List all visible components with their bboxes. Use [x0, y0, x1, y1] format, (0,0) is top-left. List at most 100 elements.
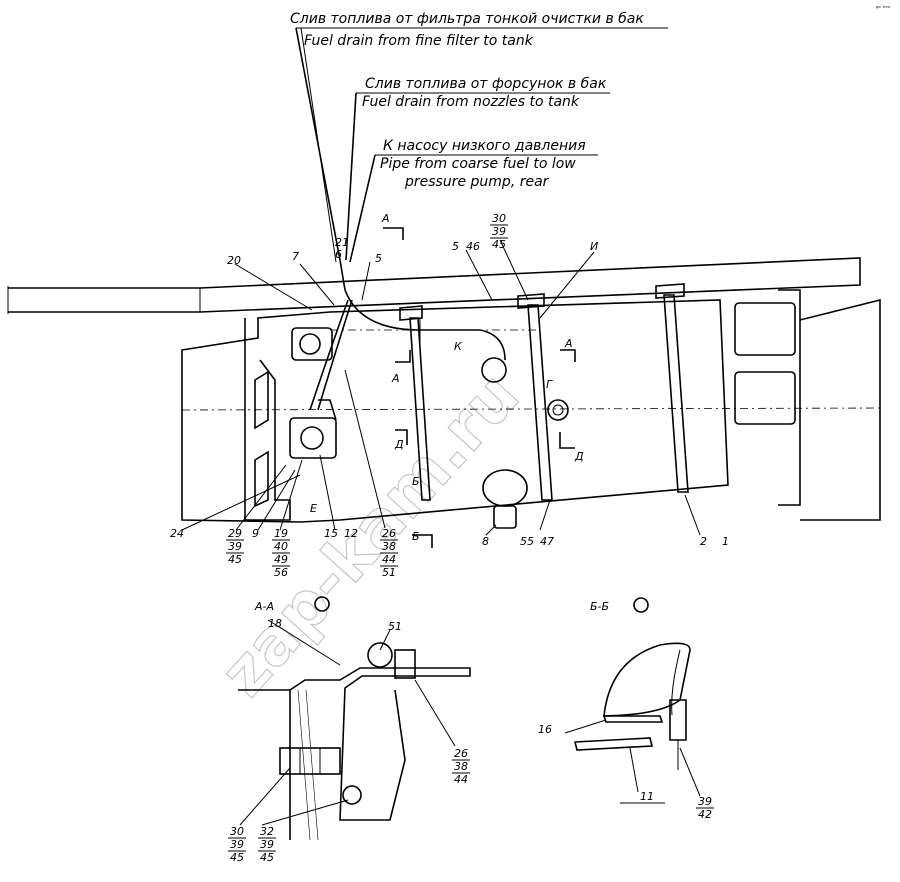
frame-rail-outline [8, 257, 861, 313]
sender-head [481, 357, 507, 383]
filter-lower-cap [300, 426, 324, 450]
section-aa-callout-44: 44 [454, 773, 468, 786]
section-marker-a-top [383, 227, 404, 240]
leader-8 [485, 524, 497, 536]
fuel-tank [181, 299, 881, 523]
section-bb-callout-42: 42 [698, 808, 712, 821]
callout-56: 56 [274, 566, 288, 579]
strap-3-clamp [655, 283, 685, 299]
section-aa-callout-45: 45 [230, 851, 244, 864]
callout-21: 21 [335, 236, 349, 249]
section-aa-callout-51: 51 [388, 620, 402, 633]
leader-7-6 [299, 263, 335, 306]
section-bb: Б-Б 16 11 39 42 [538, 597, 714, 821]
callout-40: 40 [274, 540, 288, 553]
section-aa-leader-26 [414, 679, 456, 747]
callout-55: 55 [520, 535, 534, 548]
caption-nozzles-ru: Слив топлива от форсунок в бак [365, 76, 607, 92]
caption-fine-filter: Слив топлива от фильтра тонкой очистки в… [290, 11, 668, 49]
callout-39: 39 [492, 225, 506, 238]
callout-19: 19 [274, 527, 288, 540]
filter-housing-top [291, 327, 333, 361]
section-label-d-right: Д [574, 450, 584, 463]
section-marker-d-right [559, 432, 575, 449]
section-aa-callout-39b: 39 [260, 838, 274, 851]
caption-pump-ru: К насосу низкого давления [383, 138, 586, 154]
pipe-fine-filter-leader-2 [300, 27, 337, 263]
fuel-sender [481, 357, 569, 529]
section-bb-strap [671, 649, 681, 716]
strap-3 [663, 294, 689, 493]
callout-labels: 20 7 21 6 5 5 46 30 39 45 И К А А А Д Д … [170, 212, 729, 579]
section-marker-d [395, 429, 408, 445]
leader-5a [361, 261, 371, 301]
strap-1-clamp [399, 305, 423, 321]
leader-15-12 [319, 454, 336, 531]
section-aa-bracket [289, 667, 471, 821]
section-aa-frame-left [238, 689, 291, 840]
section-aa-clamp [394, 649, 416, 679]
section-bb-symbol [633, 597, 649, 613]
tank-straps [399, 283, 689, 501]
leader-2-1 [684, 494, 701, 536]
section-aa-callout-38: 38 [454, 760, 468, 773]
section-aa-callout-26: 26 [454, 747, 468, 760]
leader-24 [181, 474, 301, 531]
fuel-line-down [309, 299, 349, 411]
section-bb-callout-16: 16 [538, 723, 552, 736]
callout-45: 45 [492, 238, 506, 251]
section-bb-leader-16 [564, 719, 607, 734]
callout-8: 8 [482, 535, 489, 548]
section-aa-bolt-2 [342, 785, 362, 805]
filter-connector [318, 399, 337, 421]
section-label-a-right: А [564, 337, 573, 350]
section-aa-callout-32: 32 [260, 825, 274, 838]
fuel-lines [309, 289, 506, 411]
section-aa-leader-30 [239, 767, 291, 826]
callout-46: 46 [466, 240, 480, 253]
section-aa-callout-30: 30 [230, 825, 244, 838]
filler-neck [547, 399, 569, 421]
filter-cap [299, 333, 321, 355]
section-aa-hatch-2 [305, 689, 319, 841]
caption-nozzles-en: Fuel drain from nozzles to tank [362, 94, 580, 110]
right-bracket [778, 289, 801, 506]
strap-2 [527, 304, 553, 501]
callout-1: 1 [722, 535, 729, 548]
callout-7: 7 [292, 250, 299, 263]
section-bb-tank-edge [603, 642, 691, 717]
section-bb-plate [602, 715, 664, 723]
callout-9: 9 [252, 527, 259, 540]
leader-19 [279, 459, 303, 531]
pipe-fine-filter-leader [295, 27, 346, 291]
filler-neck-inner [552, 404, 564, 416]
section-aa-callout-39: 39 [230, 838, 244, 851]
caption-pump: К насосу низкого давления Pipe from coar… [375, 138, 598, 190]
section-marker-a-right [560, 349, 576, 362]
section-label-b: Б [412, 475, 420, 488]
section-aa-hatch-1 [297, 689, 311, 841]
caption-pump-en-2: pressure pump, rear [404, 174, 550, 190]
strap-2-clamp [517, 293, 545, 309]
filter-housing-lower [289, 417, 337, 459]
leader-9 [257, 469, 296, 531]
callout-30: 30 [492, 212, 506, 225]
section-bb-callout-39: 39 [698, 795, 712, 808]
callout-24: 24 [170, 527, 184, 540]
caption-pump-en-1: Pipe from coarse fuel to low [380, 156, 576, 172]
tank-centerline [181, 407, 881, 411]
callout-49: 49 [274, 553, 288, 566]
section-label-e: Е [310, 502, 317, 515]
right-mounts [734, 289, 881, 521]
callout-45b: 45 [228, 553, 242, 566]
leader-5-46 [465, 249, 493, 301]
leader-I [539, 251, 595, 319]
section-aa-leader-18 [267, 619, 341, 666]
section-bb-base [573, 737, 654, 751]
section-aa-callout-18: 18 [268, 617, 282, 630]
section-bb-title: Б-Б [590, 600, 609, 613]
section-label-b2: Б [412, 530, 420, 543]
leader-30 [499, 239, 529, 301]
leader-26 [344, 369, 386, 529]
section-marker-a-mid [395, 350, 411, 363]
